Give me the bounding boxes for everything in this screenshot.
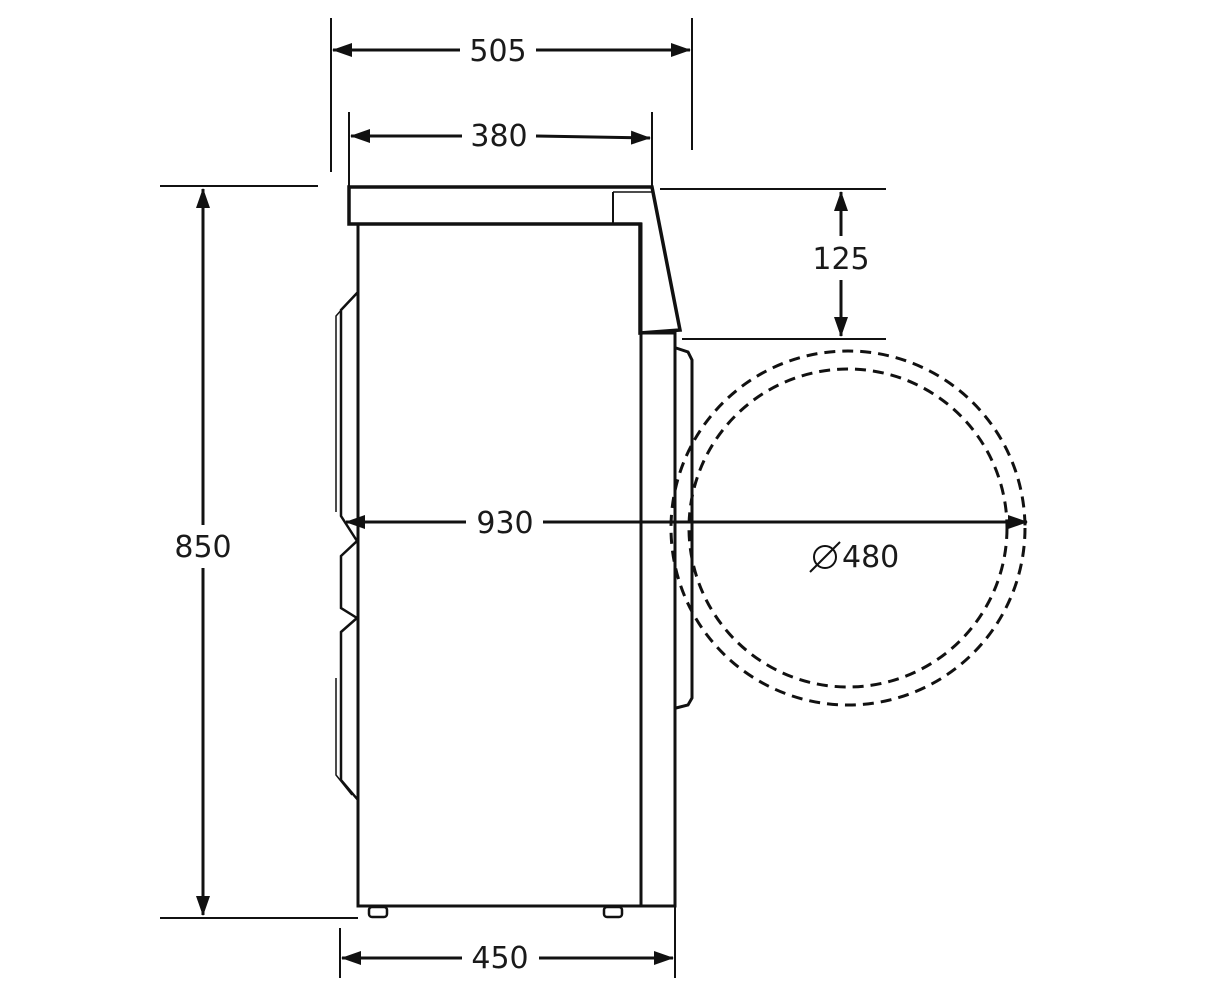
door-swing-inner [687, 367, 1009, 689]
door-swing-circle [669, 349, 1027, 707]
dim-top-depth: 380 [350, 119, 651, 154]
dim-door-diameter: 480 [809, 540, 899, 575]
cabinet-body [356, 222, 643, 908]
dim-top-panel-height: 125 [812, 191, 870, 337]
rear-hose-outer [335, 299, 351, 512]
washing-machine-body [347, 185, 683, 919]
worktop-outline [347, 185, 683, 335]
rear-hose-lower [335, 678, 353, 796]
door-swing-outer [669, 349, 1027, 707]
diameter-icon [809, 541, 841, 573]
rear-foot [367, 905, 389, 919]
dim-height: 850 [174, 188, 232, 916]
door-hinge-bezel [675, 346, 694, 710]
dim-450-label: 450 [471, 941, 528, 976]
dim-125-label: 125 [812, 242, 869, 277]
dim-505-label: 505 [469, 34, 526, 69]
dim-930-label: 930 [476, 506, 533, 541]
rear-hose-outline [339, 291, 360, 801]
dim-overall-depth: 505 [332, 34, 691, 69]
dim-depth-door-open: 930 [345, 506, 1028, 541]
dim-850-label: 850 [174, 530, 231, 565]
front-foot [602, 905, 624, 919]
dim-base-depth: 450 [341, 941, 674, 976]
front-panel [641, 331, 677, 908]
extension-lines [160, 18, 886, 978]
dim-380-arrow-right [535, 130, 651, 145]
dim-480-label: 480 [842, 540, 899, 575]
dim-380-label: 380 [470, 119, 527, 154]
